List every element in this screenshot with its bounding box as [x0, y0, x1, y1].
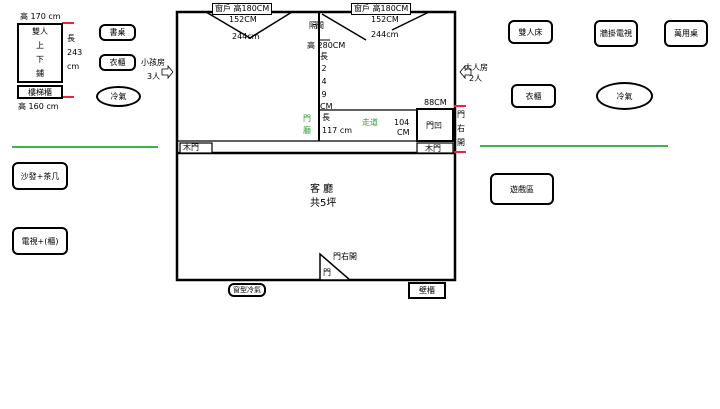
bunk-bed-text-2: 上 [36, 41, 44, 50]
sofa-coffee-table: 沙發+茶几 [12, 162, 68, 190]
bunk-length-3: cm [67, 62, 80, 71]
dim-88: 88CM [424, 98, 447, 107]
bunk-length-1: 長 [67, 34, 75, 43]
living-room-label: 客 廳 [310, 184, 334, 195]
double-bed: 雙人床 [508, 20, 553, 44]
corridor-104: 104 [394, 118, 410, 127]
partition-length-5: CM [320, 102, 333, 111]
corridor-length-117: 117 cm [322, 126, 353, 135]
kids-room-count: 3人 [147, 72, 161, 81]
kids-room-label: 小孩房 [141, 58, 165, 67]
right-window-width: 152CM [371, 15, 399, 24]
partition-length-2: 2 [321, 64, 327, 73]
window-aircon: 窗型冷氣 [228, 283, 266, 297]
right-window-depth: 244cm [371, 30, 399, 39]
bunk-bed-text-4: 鋪 [36, 69, 44, 78]
bunk-bed-text-1: 雙人 [32, 27, 48, 36]
partition-char-1: 隔 [309, 21, 317, 30]
stair-height-label: 高 160 cm [18, 102, 59, 111]
corridor-104-unit: CM [397, 128, 410, 137]
partition-length-4: 9 [321, 90, 327, 99]
door-right-char-2: 右 [457, 124, 465, 133]
partition-length-3: 4 [321, 77, 327, 86]
partition-length-1: 長 [320, 52, 328, 61]
corridor-label: 走道 [362, 118, 378, 127]
bunk-bed-text-3: 下 [36, 55, 44, 64]
corridor-length-char: 長 [322, 113, 330, 122]
tv-cabinet: 電視+(櫃) [12, 227, 68, 255]
living-room-area: 共5坪 [310, 198, 337, 209]
bunk-height-label: 高 170 cm [20, 12, 61, 21]
door-right-char-3: 開 [457, 138, 465, 147]
door-right-char-1: 門 [457, 110, 465, 119]
bunk-length-2: 243 [67, 48, 83, 57]
adult-room-count: 2人 [469, 74, 483, 83]
partition-char-2: 間 [316, 21, 324, 30]
left-window-depth: 244cm [232, 32, 260, 41]
door-recess: 門凹 [426, 121, 442, 130]
window-left: 窗戶 高180CM [212, 3, 273, 15]
bunk-bed: 雙人 上 下 鋪 [17, 23, 63, 83]
game-area: 遊戲區 [490, 173, 554, 205]
bottom-door: 門 [323, 268, 331, 277]
door-left-char-1: 門 [303, 114, 311, 123]
wood-door-right: 木門 [425, 144, 441, 153]
adult-room-label: 大人房 [464, 63, 488, 72]
adult-aircon: 冷氣 [596, 82, 653, 110]
partition-height: 高 280CM [307, 41, 346, 50]
door-left-char-2: 廳 [303, 126, 311, 135]
adult-wardrobe: 衣櫃 [511, 84, 556, 108]
kids-aircon: 冷氣 [96, 86, 141, 107]
stair-cabinet: 樓梯櫃 [17, 85, 63, 99]
left-window-width: 152CM [229, 15, 257, 24]
window-right: 窗戶 高180CM [351, 3, 412, 15]
door-opens-right: 門右開 [333, 252, 357, 261]
desk: 書桌 [99, 24, 136, 41]
makeup-table: 萬用桌 [664, 20, 708, 47]
kids-wardrobe: 衣櫃 [99, 54, 136, 71]
wood-door-left: 木門 [183, 143, 199, 152]
wall-tv: 牆掛電視 [594, 20, 638, 47]
wall-cabinet: 壁櫃 [408, 282, 446, 299]
